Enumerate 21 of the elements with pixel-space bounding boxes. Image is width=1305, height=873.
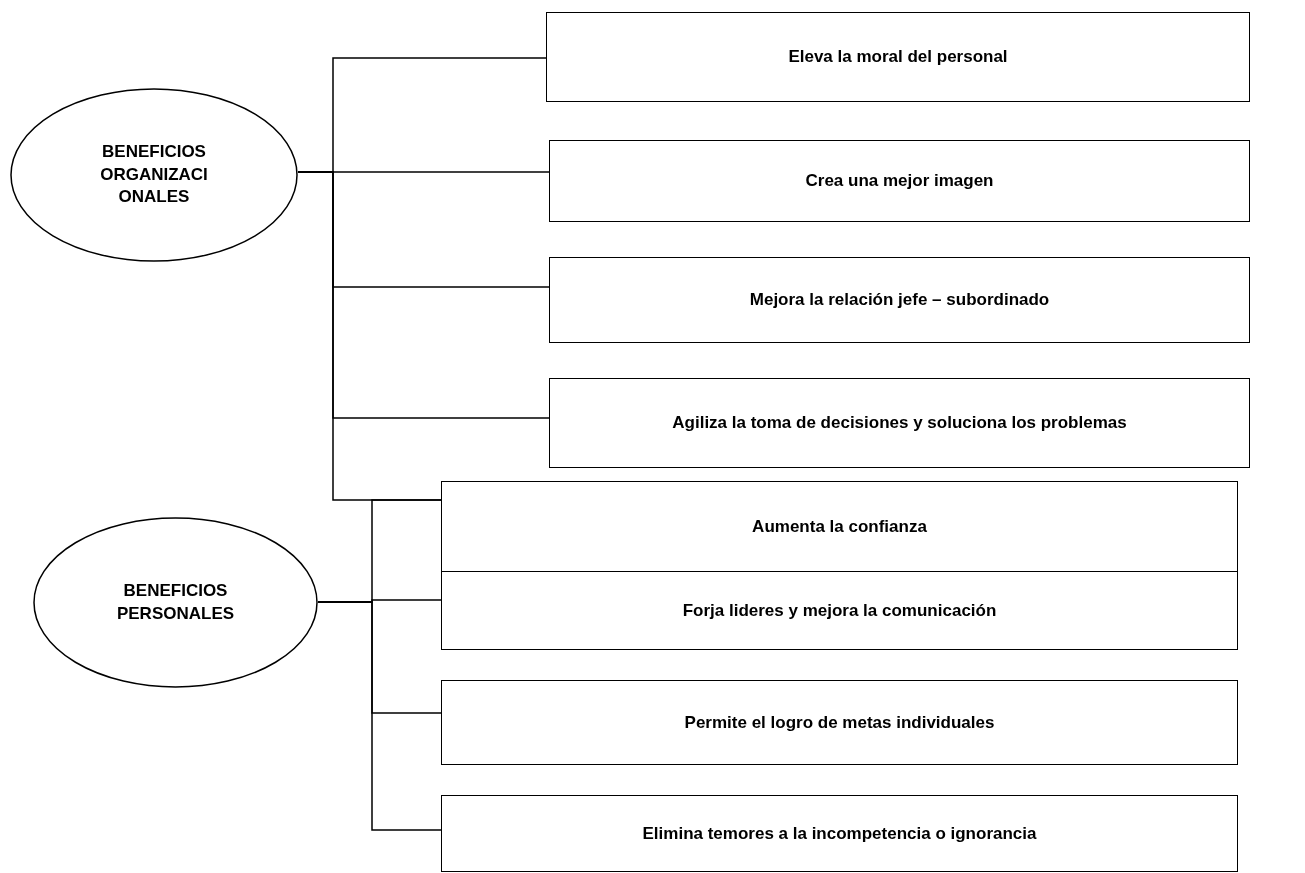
text-box bbox=[441, 680, 1238, 765]
node-text: Agiliza la toma de decisiones y soluciona los problemas bbox=[672, 413, 1127, 433]
node-text: BENEFICIOS ORGANIZACIONALES bbox=[99, 140, 209, 209]
node-text: Eleva la moral del personal bbox=[788, 47, 1008, 67]
ellipse-node bbox=[10, 88, 298, 262]
text-box bbox=[441, 481, 1238, 572]
text-box bbox=[546, 12, 1250, 102]
node-text: Crea una mejor imagen bbox=[805, 171, 994, 191]
text-box bbox=[549, 257, 1250, 343]
node-text: BENEFICIOS PERSONALES bbox=[115, 579, 236, 625]
text-box bbox=[441, 571, 1238, 650]
node-text: Permite el logro de metas individuales bbox=[684, 712, 995, 733]
node-text: Aumenta la confianza bbox=[752, 516, 927, 537]
connector-line bbox=[317, 601, 442, 831]
node-text: Mejora la relación jefe – subordinado bbox=[749, 290, 1050, 310]
text-box bbox=[549, 378, 1250, 468]
text-box bbox=[549, 140, 1250, 222]
node-text: Forja lideres y mejora la comunicación bbox=[682, 600, 997, 621]
node-text: Elimina temores a la incompetencia o ignorancia bbox=[642, 823, 1037, 844]
ellipse-node bbox=[33, 517, 318, 688]
text-box bbox=[441, 795, 1238, 872]
